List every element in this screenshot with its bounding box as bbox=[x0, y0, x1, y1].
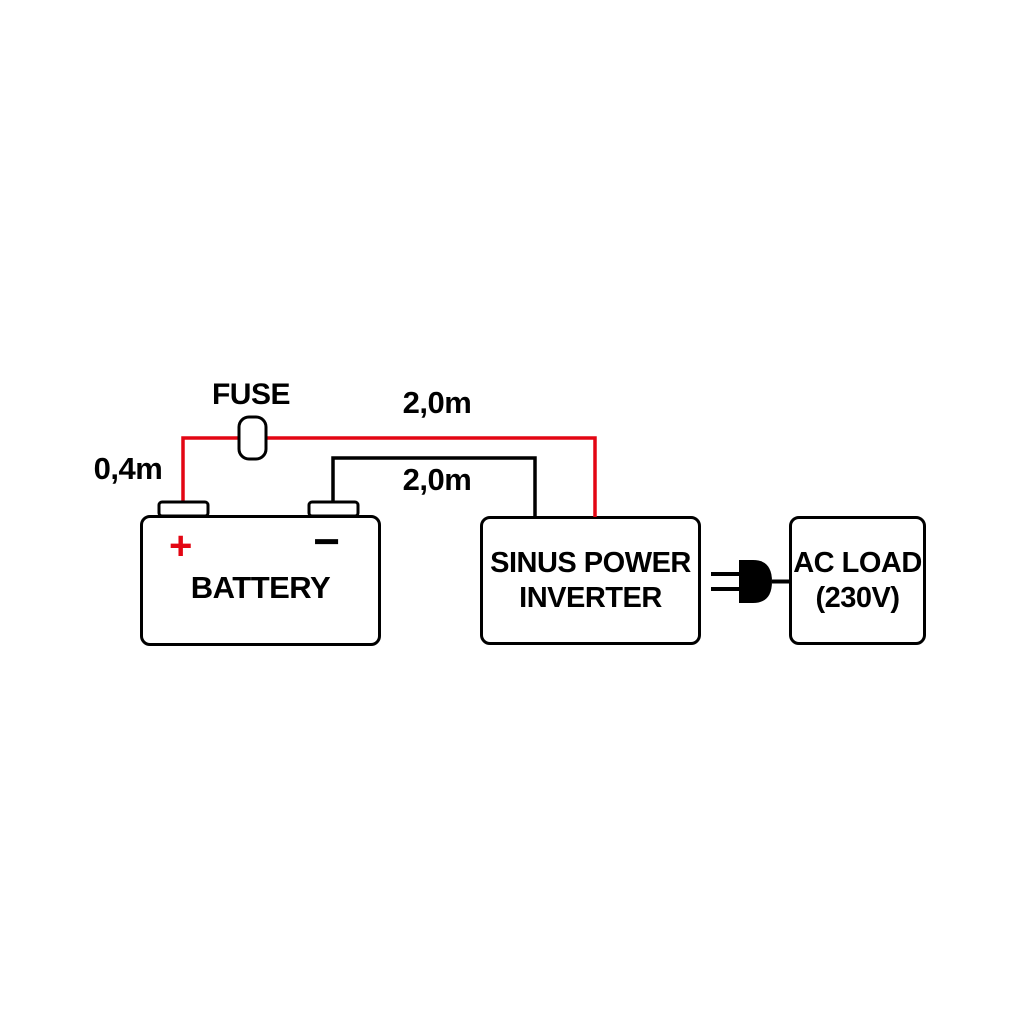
battery-box: + − BATTERY bbox=[140, 515, 381, 646]
battery-label: BATTERY bbox=[190, 570, 331, 605]
fuse-label: FUSE bbox=[211, 378, 291, 411]
battery-negative-terminal bbox=[307, 500, 360, 518]
positive-cable-length-label: 2,0m bbox=[402, 385, 472, 420]
ac-load-label-line1: AC LOAD bbox=[793, 547, 922, 580]
battery-positive-terminal bbox=[157, 500, 210, 518]
ac-load-box: AC LOAD (230V) bbox=[789, 516, 926, 645]
negative-cable-length-label: 2,0m bbox=[402, 462, 472, 497]
battery-cable-length-label: 0,4m bbox=[93, 451, 163, 486]
battery-positive-terminal-label: + bbox=[169, 524, 193, 568]
plug-icon bbox=[711, 560, 789, 603]
inverter-box: SINUS POWER INVERTER bbox=[480, 516, 701, 645]
ac-load-label-line2: (230V) bbox=[815, 581, 900, 614]
battery-negative-terminal-label: − bbox=[313, 515, 340, 567]
inverter-label-line1: SINUS POWER bbox=[490, 547, 691, 580]
inverter-label-line2: INVERTER bbox=[519, 581, 662, 614]
fuse-symbol bbox=[237, 415, 268, 461]
